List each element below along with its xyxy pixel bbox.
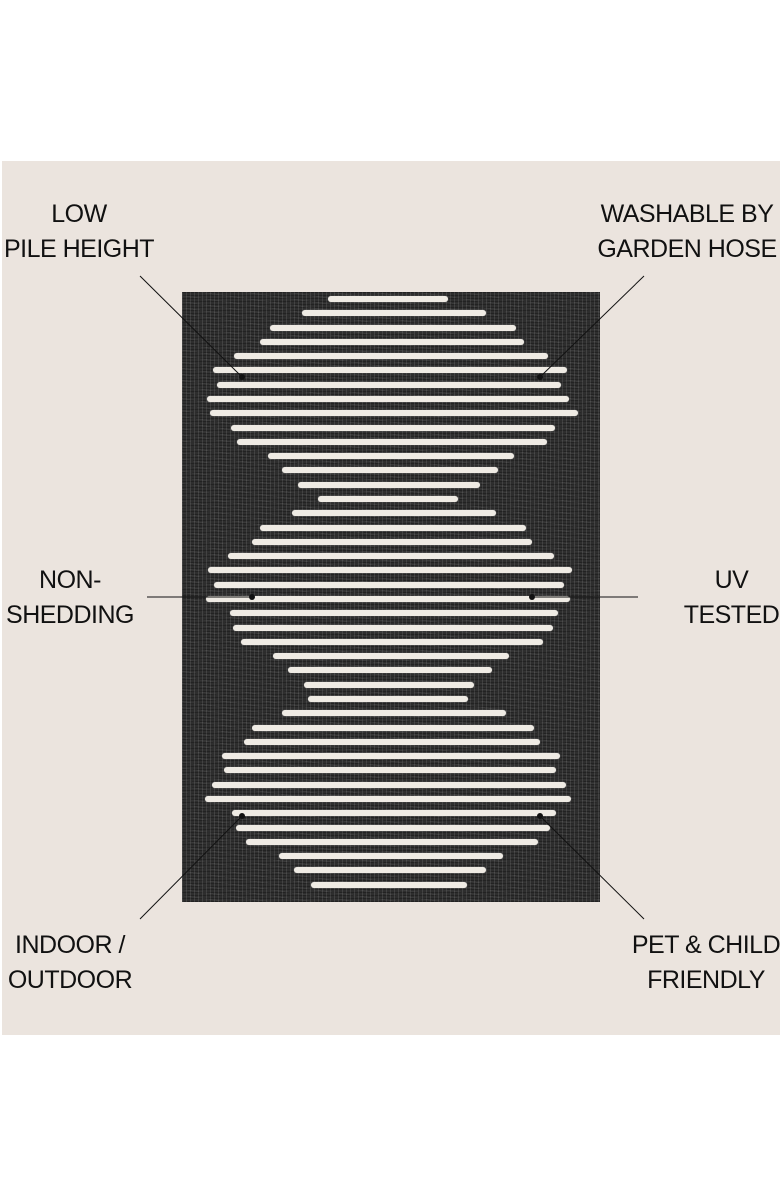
rug-stripe: [251, 724, 535, 731]
rug-stripe: [237, 438, 547, 445]
feature-line: PET & CHILD: [631, 931, 780, 959]
rug-stripe: [291, 510, 497, 517]
callout-leader-lines: [139, 275, 645, 920]
rug-stripe: [223, 767, 557, 774]
rug-stripe: [297, 481, 481, 488]
feature-pet-child-friendly: PET & CHILD FRIENDLY: [620, 928, 780, 998]
rug-stripe: [230, 610, 558, 617]
rug-stripe: [207, 396, 569, 402]
feature-line: WASHABLE BY: [600, 200, 774, 228]
rug-stripe: [307, 696, 469, 702]
rug-stripe: [260, 524, 526, 531]
feature-line: FRIENDLY: [647, 966, 765, 994]
rug-stripe: [304, 681, 474, 688]
feature-line: NON-: [39, 566, 101, 594]
rug-stripe: [213, 367, 567, 374]
feature-line: TESTED: [683, 601, 780, 629]
rug-stripe: [244, 738, 540, 745]
rug-stripe: [317, 496, 459, 502]
feature-low-pile-height: LOW PILE HEIGHT: [2, 197, 164, 267]
feature-non-shedding: NON- SHEDDING: [2, 563, 150, 633]
feature-line: LOW: [51, 200, 107, 228]
rug-stripe: [287, 667, 493, 674]
rug-stripe: [205, 596, 570, 602]
rug-stripe: [294, 867, 486, 874]
feature-line: GARDEN HOSE: [597, 235, 777, 263]
rug-stripe: [267, 453, 515, 460]
rug-stripe: [211, 781, 567, 788]
rug-stripe: [233, 624, 553, 631]
feature-line: OUTDOOR: [7, 966, 133, 994]
feature-indoor-outdoor: INDOOR / OUTDOOR: [2, 928, 150, 998]
rug-stripe: [260, 338, 524, 345]
feature-line: UV: [714, 566, 749, 594]
feature-line: SHEDDING: [6, 601, 134, 629]
rug-stripe: [278, 853, 504, 860]
rug-stripe: [310, 881, 468, 888]
rug-stripe: [208, 567, 572, 574]
rug-stripe: [245, 838, 539, 845]
rug-stripe: [301, 310, 487, 317]
rug-stripe: [281, 710, 507, 717]
rug-stripe: [269, 324, 517, 331]
rug-stripe: [272, 653, 510, 660]
rug-stripe: [214, 581, 564, 588]
product-feature-panel: LOW PILE HEIGHT WASHABLE BY GARDEN HOSE …: [2, 161, 780, 1035]
rug-stripe: [281, 467, 499, 474]
feature-uv-tested: UV TESTED: [674, 563, 780, 633]
rug-stripe: [221, 753, 561, 760]
feature-line: INDOOR /: [15, 931, 125, 959]
feature-washable: WASHABLE BY GARDEN HOSE: [582, 197, 780, 267]
rug-stripe: [252, 538, 532, 545]
feature-line: PILE HEIGHT: [3, 235, 155, 263]
rug-stripe: [234, 353, 548, 360]
rug-stripe: [227, 553, 555, 560]
rug-stripe: [209, 410, 579, 417]
rug-stripe: [236, 824, 550, 831]
rug-stripe: [217, 381, 561, 388]
rug-stripe: [241, 638, 543, 645]
rug-stripe: [205, 796, 571, 802]
rug-stripe: [231, 810, 557, 817]
rug-stripe: [230, 424, 556, 431]
rug-stripe: [328, 296, 448, 302]
